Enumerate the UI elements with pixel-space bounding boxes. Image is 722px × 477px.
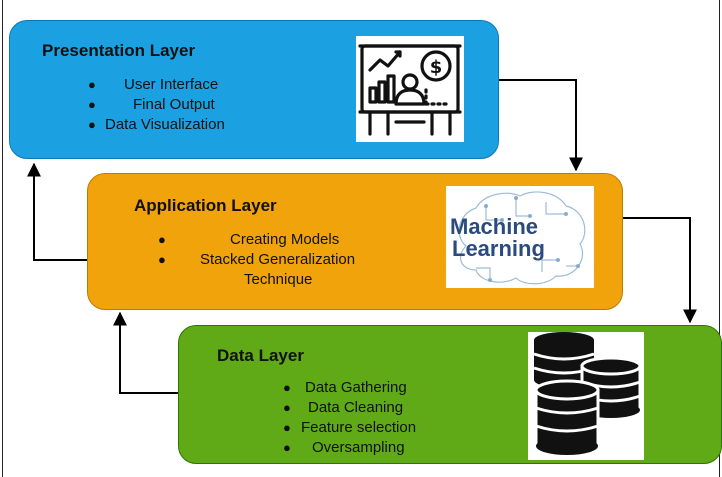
presentation-dollar-chart-icon: $: [356, 36, 464, 142]
frame-right-line: [719, 0, 720, 477]
presentation-layer-title: Presentation Layer: [42, 41, 196, 60]
presentation-bullet-list: ●User Interface ●Final Output ●Data Visu…: [80, 75, 280, 135]
list-item: ●Final Output: [88, 96, 215, 113]
arrow-presentation-to-application: [499, 79, 583, 172]
list-item: Technique: [244, 271, 313, 288]
list-item: ●Creating Models: [158, 231, 340, 248]
list-item: ●Stacked Generalization: [158, 251, 356, 268]
logo-word-learning: Learning: [452, 236, 545, 261]
machine-learning-logo: Machine Learning: [446, 186, 594, 288]
arrow-application-to-presentation: [27, 162, 87, 261]
arrow-data-to-application: [113, 311, 178, 394]
list-item: ●Oversampling: [283, 439, 405, 456]
list-item: ●User Interface: [88, 76, 219, 93]
database-stack-icon: [528, 332, 644, 460]
list-item: ●Data Visualization: [88, 116, 225, 133]
list-item: ●Data Gathering: [283, 379, 407, 396]
logo-word-machine: Machine: [450, 214, 538, 239]
svg-text:$: $: [430, 57, 443, 78]
frame-left-line: [2, 0, 3, 477]
list-item: ●Feature selection: [283, 419, 417, 436]
list-item: ●Data Cleaning: [283, 399, 404, 416]
data-bullet-list: ●Data Gathering ●Data Cleaning ●Feature …: [275, 378, 475, 458]
arrow-application-to-data: [623, 217, 697, 324]
data-layer-title: Data Layer: [217, 346, 304, 365]
application-bullet-list: ●Creating Models ●Stacked Generalization…: [150, 230, 420, 290]
application-layer-title: Application Layer: [134, 196, 277, 215]
